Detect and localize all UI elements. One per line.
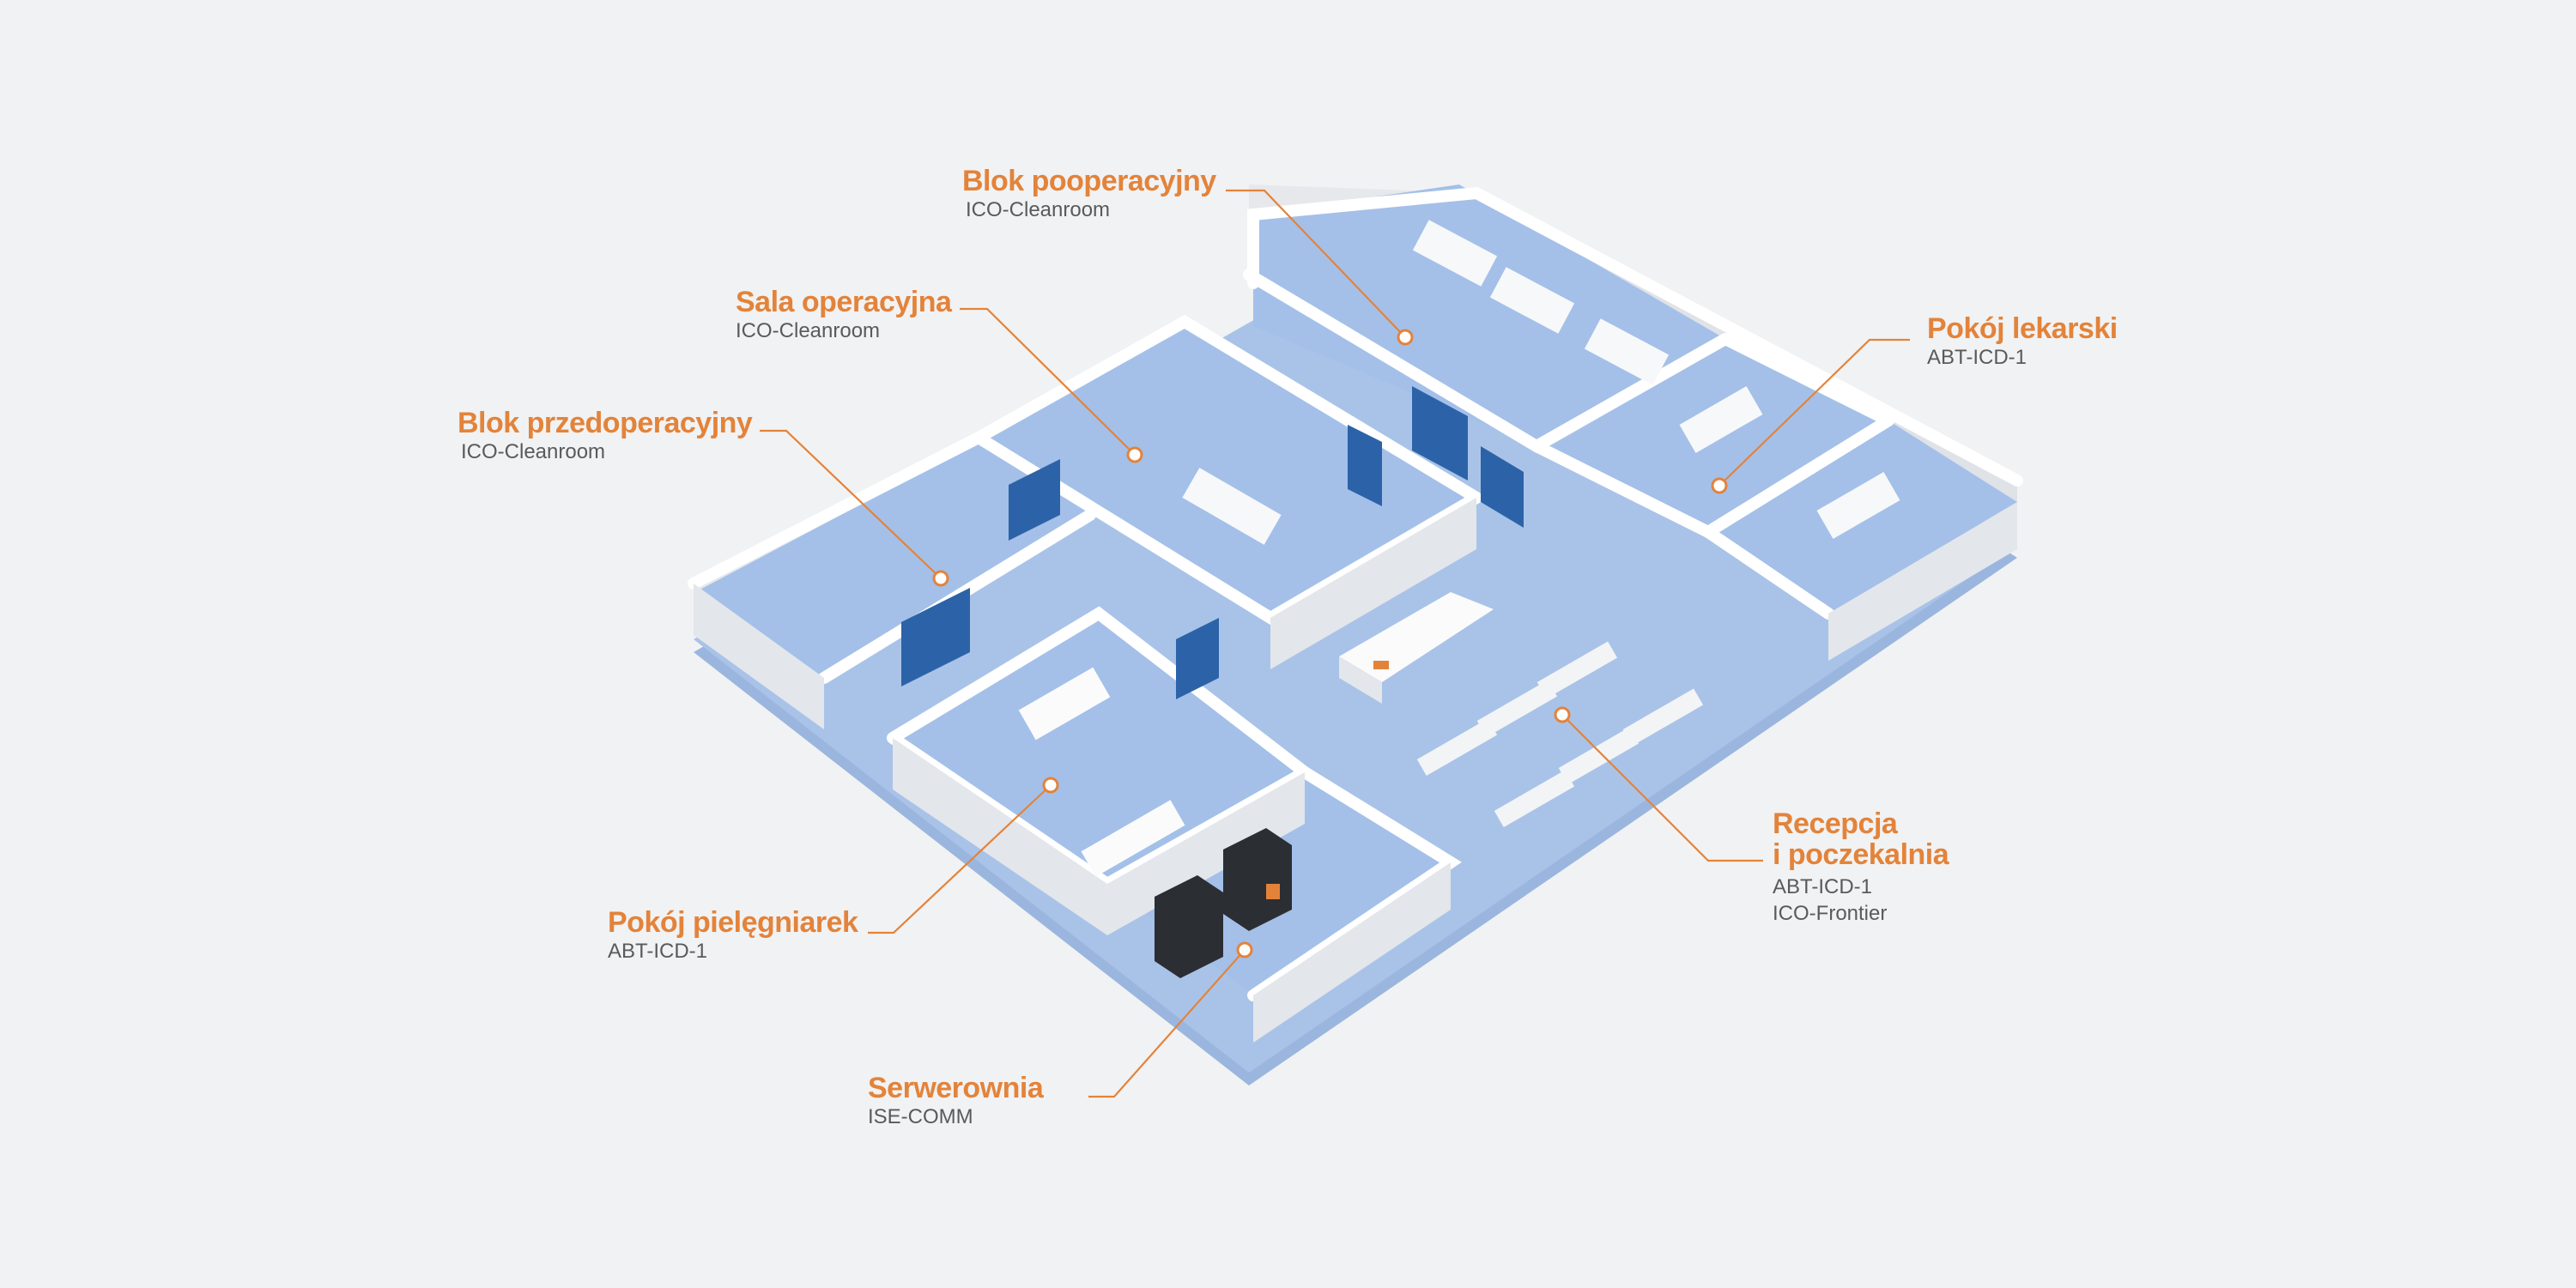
server-rack: [1155, 875, 1223, 978]
orange-detail: [1266, 884, 1280, 899]
room-title: Pokój pielęgniarek: [608, 906, 858, 939]
door: [1412, 386, 1468, 481]
callout-server: Serwerownia ISE-COMM: [868, 1072, 1044, 1130]
location-marker: [1711, 477, 1728, 494]
leader-line: [760, 429, 942, 579]
leader-line: [1226, 189, 1406, 338]
callout-doctors: Pokój lekarski ABT-ICD-1: [1927, 313, 2118, 371]
location-marker: [1236, 941, 1253, 958]
orange-detail: [1373, 661, 1389, 669]
chair-row: [1416, 718, 1498, 777]
bed: [1816, 472, 1900, 539]
reception-desk: [1339, 592, 1494, 682]
desk: [1018, 667, 1111, 741]
desk: [1081, 800, 1185, 877]
location-marker: [1042, 777, 1059, 794]
doors: [901, 386, 1524, 699]
room-title: Recepcja i poczekalnia: [1773, 807, 1949, 871]
room-system: ABT-ICD-1: [608, 940, 708, 963]
door: [1348, 425, 1382, 506]
leader-line: [868, 784, 1052, 934]
chair-row: [1494, 770, 1575, 828]
chair-row: [1558, 727, 1640, 785]
door: [1176, 618, 1219, 699]
room-post-op: [1253, 184, 1725, 446]
location-marker: [1126, 446, 1143, 463]
location-marker: [1554, 706, 1571, 723]
bed: [1412, 220, 1498, 287]
room-system: ABT-ICD-1: [1927, 346, 2027, 369]
door: [1009, 459, 1060, 541]
callout-reception: Recepcja i poczekalnia ABT-ICD-1 ICO-Fro…: [1773, 808, 1949, 927]
callout-operating: Sala operacyjna ICO-Cleanroom: [736, 286, 952, 344]
wall-faces: [694, 498, 2017, 1043]
room-pre-op: [695, 442, 1090, 678]
leader-line: [960, 307, 1136, 456]
operating-table: [1182, 468, 1282, 545]
reception-desk-front: [1339, 656, 1382, 704]
furniture: [1018, 220, 1900, 978]
leader-line: [1718, 338, 1910, 487]
leader-line: [1561, 714, 1763, 862]
room-system: ICO-Cleanroom: [461, 440, 606, 463]
chair-row: [1476, 680, 1558, 738]
callout-pre-op: Blok przedoperacyjny ICO-Cleanroom: [458, 407, 753, 465]
leader-line: [1088, 949, 1246, 1098]
location-marker: [1397, 329, 1414, 346]
callout-nurses: Pokój pielęgniarek ABT-ICD-1: [608, 907, 858, 964]
room-title: Blok przedoperacyjny: [458, 407, 753, 439]
room-system: ICO-Cleanroom: [736, 319, 881, 342]
bed: [1584, 318, 1670, 385]
room-system: ISE-COMM: [868, 1105, 973, 1128]
chair-row: [1622, 688, 1704, 747]
door: [1481, 446, 1524, 528]
room-title: Serwerownia: [868, 1072, 1044, 1104]
room-system: ICO-Frontier: [1773, 902, 1888, 925]
server-rack: [1223, 828, 1292, 931]
location-marker: [932, 570, 949, 587]
door: [901, 588, 970, 686]
room-system: ICO-Cleanroom: [966, 198, 1111, 221]
callout-leaders: [760, 189, 1910, 1098]
room-system: ABT-ICD-1: [1773, 875, 1873, 898]
room-title: Sala operacyjna: [736, 286, 952, 318]
bed: [1489, 267, 1575, 334]
chair-row: [1537, 641, 1618, 699]
room-operating: [979, 322, 1476, 618]
callout-post-op: Blok pooperacyjny ICO-Cleanroom: [962, 166, 1216, 223]
bed: [1679, 386, 1763, 453]
room-title: Pokój lekarski: [1927, 312, 2118, 345]
room-title: Blok pooperacyjny: [962, 165, 1216, 197]
